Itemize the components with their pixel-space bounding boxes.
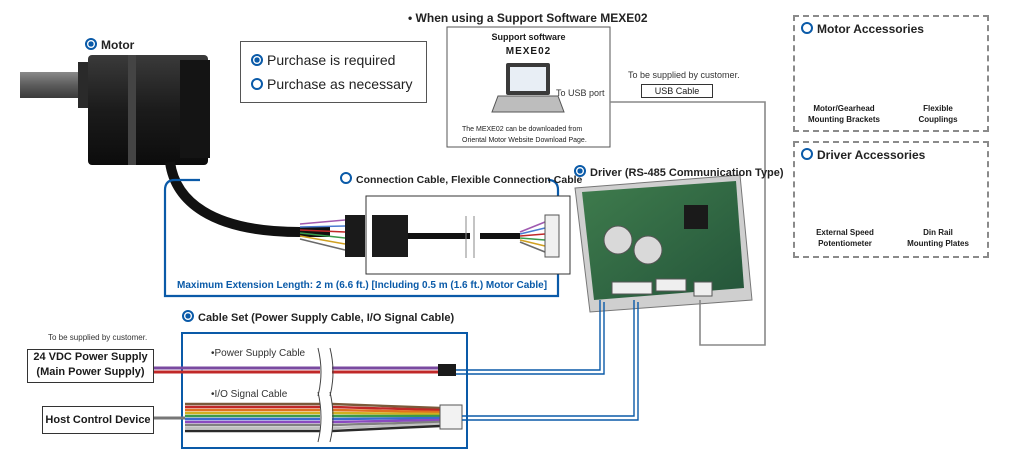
power-supplied-note: To be supplied by customer. bbox=[48, 333, 148, 342]
power-supply-box: 24 VDC Power Supply (Main Power Supply) bbox=[27, 349, 154, 383]
download-note: The MEXE02 can be downloaded from Orient… bbox=[462, 126, 587, 144]
usb-cable-label: USB Cable bbox=[641, 84, 713, 98]
open-circle-icon bbox=[801, 22, 813, 34]
legend-necessary: Purchase as necessary bbox=[251, 72, 416, 96]
connection-cable-label: Connection Cable, Flexible Connection Ca… bbox=[340, 172, 582, 186]
motor-accessories-title: Motor Accessories bbox=[801, 22, 924, 36]
motor-label: Motor bbox=[85, 38, 134, 52]
io-cable-label: •I/O Signal Cable bbox=[211, 389, 288, 400]
motor-accessory-item: Flexible Couplings bbox=[918, 104, 958, 124]
filled-circle-icon bbox=[251, 54, 263, 66]
usb-port-label: To USB port bbox=[556, 88, 605, 98]
software-name: MEXE02 bbox=[505, 46, 552, 57]
open-circle-icon bbox=[801, 148, 813, 160]
open-circle-icon bbox=[340, 172, 352, 184]
open-circle-icon bbox=[251, 78, 263, 90]
required-marker-icon bbox=[85, 38, 97, 50]
motor-accessories-box bbox=[793, 15, 989, 132]
driver-accessory-item: External Speed Potentiometer bbox=[816, 228, 874, 248]
motor-image bbox=[20, 55, 210, 165]
driver-image bbox=[574, 174, 753, 313]
driver-accessories-title: Driver Accessories bbox=[801, 148, 925, 162]
laptop-image bbox=[491, 63, 565, 113]
driver-accessories-box bbox=[793, 141, 989, 258]
motor-accessory-item: Motor/Gearhead Mounting Brackets bbox=[807, 104, 880, 124]
support-software-heading: • When using a Support Software MEXE02 bbox=[408, 11, 648, 25]
max-extension-note: Maximum Extension Length: 2 m (6.6 ft.) … bbox=[177, 280, 548, 291]
filled-circle-icon bbox=[182, 310, 194, 322]
driver-label: Driver (RS-485 Communication Type) bbox=[574, 165, 784, 179]
purchase-legend: Purchase is required Purchase as necessa… bbox=[240, 41, 427, 103]
cable-set-label: Cable Set (Power Supply Cable, I/O Signa… bbox=[182, 310, 454, 324]
host-control-device-box: Host Control Device bbox=[42, 406, 154, 434]
driver-accessory-item: Din Rail Mounting Plates bbox=[907, 228, 969, 248]
usb-supplied-note: To be supplied by customer. bbox=[628, 70, 740, 80]
filled-circle-icon bbox=[574, 165, 586, 177]
legend-required: Purchase is required bbox=[251, 48, 416, 72]
power-cable-label: •Power Supply Cable bbox=[211, 348, 306, 359]
support-software-title: Support software bbox=[491, 32, 566, 42]
